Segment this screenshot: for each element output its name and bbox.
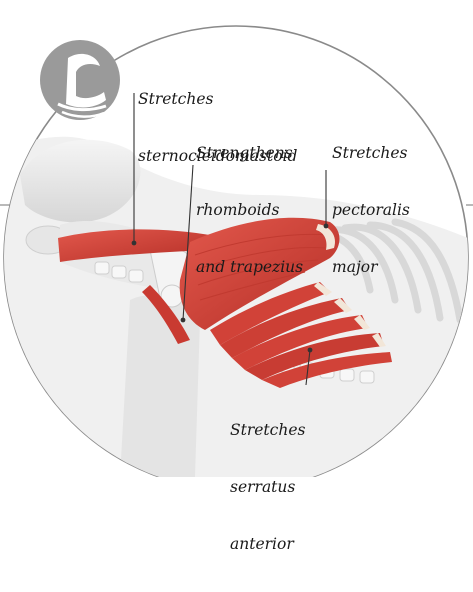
figure-on-wave-logo <box>40 40 120 120</box>
label-serratus-anterior: Stretches serratus anterior <box>230 383 305 592</box>
label-pectoralis-line1: Stretches <box>332 144 410 163</box>
label-rhomboids-line1: Strengthens <box>196 144 303 163</box>
label-serratus-line3: anterior <box>230 535 305 554</box>
label-pectoralis-line2: pectoralis <box>332 201 410 220</box>
label-serratus-line2: serratus <box>230 478 305 497</box>
label-pectoralis-line3: major <box>332 258 410 277</box>
label-rhomboids-trapezius: Strengthens rhomboids and trapezius <box>196 106 303 315</box>
label-serratus-line1: Stretches <box>230 421 305 440</box>
label-pectoralis-major: Stretches pectoralis major <box>332 106 410 315</box>
anatomy-diagram: Stretches sternocleidomastoid Strengthen… <box>0 0 473 477</box>
label-rhomboids-line3: and trapezius <box>196 258 303 277</box>
arm-shape <box>120 295 200 477</box>
label-rhomboids-line2: rhomboids <box>196 201 303 220</box>
